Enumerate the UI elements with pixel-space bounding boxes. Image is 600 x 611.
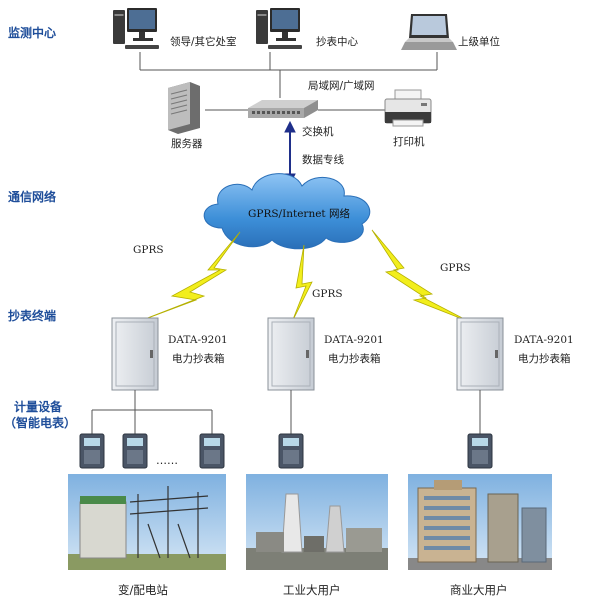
user-label-substation: 变/配电站 bbox=[118, 583, 168, 597]
gprs-link-center-label: GPRS bbox=[312, 288, 343, 300]
section-label-smart-meter: （智能电表） bbox=[4, 416, 77, 430]
server-icon bbox=[168, 82, 200, 134]
smart-meter-icon bbox=[467, 433, 493, 469]
switch-icon bbox=[248, 100, 318, 118]
server-label: 服务器 bbox=[171, 138, 203, 150]
terminal-name-label: 电力抄表箱 bbox=[328, 353, 381, 365]
computer-icon bbox=[113, 8, 159, 49]
substation-photo bbox=[68, 474, 226, 570]
user-label-commercial: 商业大用户 bbox=[450, 583, 508, 597]
lan-wan-label: 局域网/广域网 bbox=[308, 80, 375, 92]
printer-label: 打印机 bbox=[393, 136, 425, 148]
smart-meter-icon bbox=[79, 433, 105, 469]
cloud-network-label: GPRS/Internet 网络 bbox=[248, 208, 350, 220]
meter-lines bbox=[91, 390, 481, 434]
terminal-model-label: DATA-9201 bbox=[514, 334, 574, 346]
terminal-name-label: 电力抄表箱 bbox=[172, 353, 225, 365]
section-label-metering-device: 计量设备 bbox=[14, 400, 63, 414]
switch-label: 交换机 bbox=[302, 126, 334, 138]
smart-meter-icon bbox=[278, 433, 304, 469]
smart-meter-icon bbox=[122, 433, 148, 469]
meters-ellipsis: …… bbox=[156, 454, 178, 467]
user-label-industrial: 工业大用户 bbox=[283, 583, 341, 597]
gprs-link-right-label: GPRS bbox=[440, 262, 471, 274]
pc-leadership-label: 领导/其它处室 bbox=[170, 36, 237, 48]
section-label-meter-reading-terminal: 抄表终端 bbox=[8, 309, 57, 323]
dedicated-line-label: 数据专线 bbox=[302, 154, 344, 166]
terminal-model-label: DATA-9201 bbox=[168, 334, 228, 346]
commercial-photo bbox=[408, 474, 552, 570]
gprs-link-left-label: GPRS bbox=[133, 244, 164, 256]
computer-icon bbox=[256, 8, 302, 49]
printer-icon bbox=[384, 89, 432, 127]
cloud-icon bbox=[203, 173, 371, 250]
terminal-model-label: DATA-9201 bbox=[324, 334, 384, 346]
terminal-name-label: 电力抄表箱 bbox=[518, 353, 571, 365]
laptop-superior-label: 上级单位 bbox=[458, 36, 500, 48]
industrial-photo bbox=[246, 474, 388, 570]
section-label-monitoring-center: 监测中心 bbox=[8, 26, 57, 40]
terminal-box-icon bbox=[111, 317, 159, 391]
lan-lines bbox=[139, 52, 438, 111]
terminal-box-icon bbox=[267, 317, 315, 391]
terminal-box-icon bbox=[456, 317, 504, 391]
pc-meter-center-label: 抄表中心 bbox=[316, 36, 358, 48]
laptop-icon bbox=[401, 14, 457, 50]
smart-meter-icon bbox=[199, 433, 225, 469]
section-label-communication-network: 通信网络 bbox=[8, 190, 57, 204]
